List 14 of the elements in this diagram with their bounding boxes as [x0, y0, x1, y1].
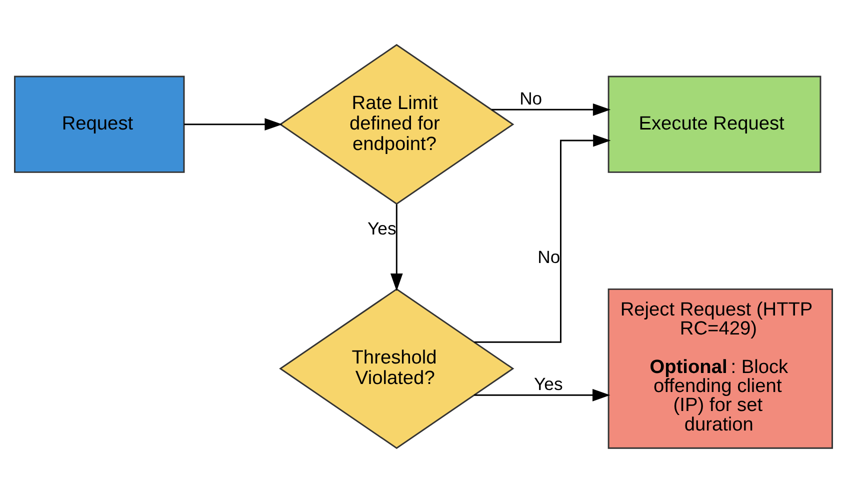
node-box: Request: [14, 76, 185, 173]
node-box: Execute Request: [608, 76, 822, 173]
node-box: Reject Request (HTTP RC=429) Optional: Block offending client (IP) for set duration: [608, 288, 833, 449]
edge-label: Yes: [534, 374, 563, 394]
node-diamond: Rate Limit defined for endpoint?: [279, 44, 514, 205]
arrow: [390, 204, 403, 292]
arrow: [474, 388, 610, 402]
arrow: [474, 134, 611, 343]
arrow: [184, 118, 282, 131]
edge-label: No: [520, 88, 542, 109]
node-diamond: Threshold Violated?: [279, 288, 514, 449]
arrow: [492, 103, 611, 116]
edge-label: No: [538, 246, 560, 267]
edge-label: Yes: [368, 218, 396, 238]
